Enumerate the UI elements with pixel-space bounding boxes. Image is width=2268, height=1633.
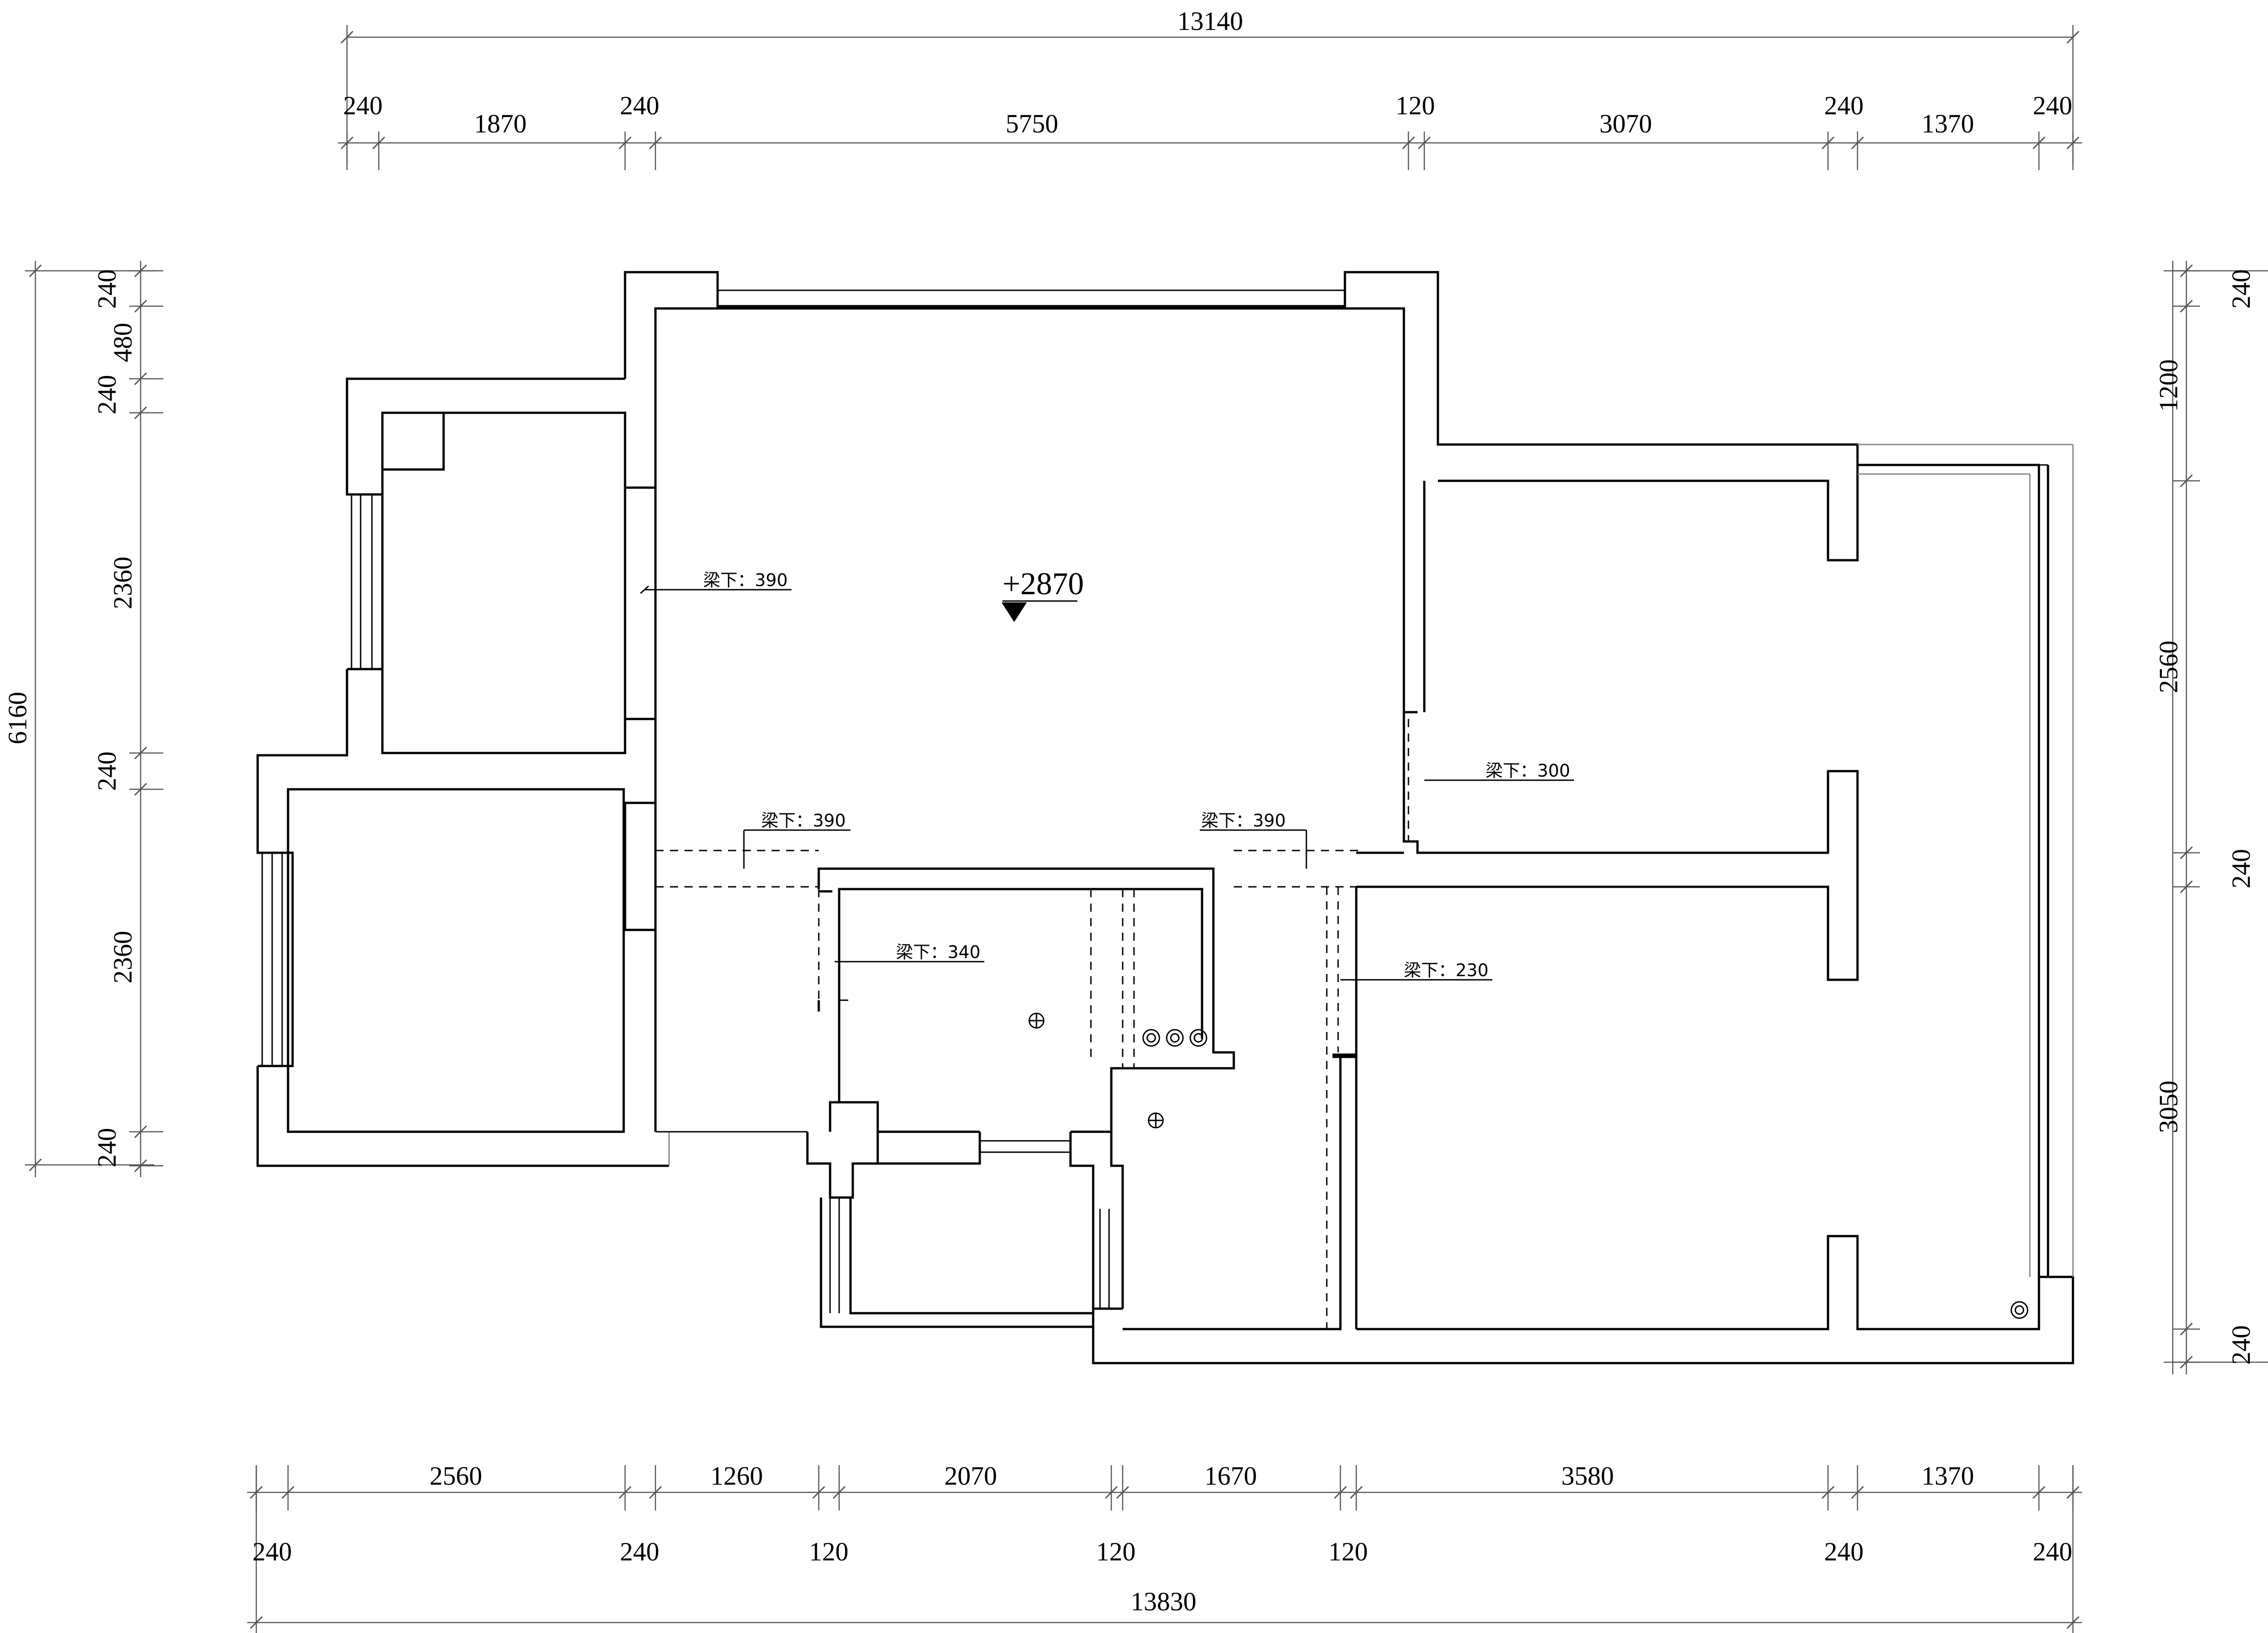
top-dim-3: 5750	[1006, 109, 1058, 138]
left-dim-2: 240	[92, 375, 122, 415]
left-dim-5: 2360	[108, 931, 137, 983]
beam-labels: 梁下：390 梁下：390 梁下：390 梁下：300 梁下：340 梁下：23…	[640, 570, 1574, 981]
bottom-dim-lower-3: 120	[1096, 1537, 1136, 1566]
elevation-marker: +2870	[1002, 567, 1084, 622]
beam-label-text-5: 梁下：340	[896, 942, 981, 962]
beam-label-3: 梁下：390	[1200, 811, 1307, 869]
bottom-dim-upper-4: 3580	[1561, 1461, 1614, 1491]
right-dim-5: 240	[2226, 1325, 2256, 1365]
right-dimensions: 7530 240 1200 2560 240 3050 240	[2154, 261, 2268, 1374]
right-dim-4: 3050	[2154, 1081, 2183, 1133]
left-dim-1: 480	[108, 323, 137, 362]
right-dim-2: 2560	[2154, 640, 2183, 693]
beam-label-text-4: 梁下：300	[1486, 761, 1570, 781]
elevation-text: +2870	[1002, 567, 1084, 601]
bottom-dim-upper-3: 1670	[1204, 1461, 1257, 1491]
top-dim-7: 1370	[1921, 109, 1974, 138]
top-dim-1: 1870	[474, 109, 527, 138]
floor-drain-icon	[1028, 1012, 1045, 1029]
walls	[256, 271, 2074, 1364]
beam-label-text-6: 梁下：230	[1404, 960, 1489, 980]
bottom-dim-lower-5: 240	[1824, 1537, 1864, 1566]
fixtures	[1028, 1012, 2028, 1319]
bottom-dim-upper-5: 1370	[1921, 1461, 1974, 1491]
right-dim-0: 240	[2226, 269, 2256, 309]
beam-label-5: 梁下：340	[835, 942, 984, 963]
left-total-dimension: 6160	[3, 692, 32, 744]
beam-label-2: 梁下：390	[743, 811, 850, 869]
pipe-icon	[1142, 1029, 1207, 1047]
top-dim-4: 120	[1396, 91, 1435, 120]
beam-label-1: 梁下：390	[640, 570, 792, 594]
bottom-dim-upper-1: 1260	[710, 1461, 763, 1491]
top-dim-6: 240	[1824, 91, 1864, 120]
beam-label-6: 梁下：230	[1340, 960, 1492, 981]
top-dim-2: 240	[620, 91, 660, 120]
beam-label-text-1: 梁下：390	[703, 570, 788, 590]
bottom-dim-lower-4: 120	[1329, 1537, 1368, 1566]
right-dim-3: 240	[2226, 849, 2256, 889]
bottom-dim-lower-1: 240	[620, 1537, 660, 1566]
bottom-dim-lower-2: 120	[809, 1537, 849, 1566]
left-dim-3: 2360	[108, 557, 137, 609]
pipe-icon	[2010, 1301, 2028, 1319]
beam-label-4: 梁下：300	[1424, 761, 1574, 781]
top-dim-0: 240	[343, 91, 383, 120]
left-dim-6: 240	[92, 1128, 122, 1168]
left-dim-4: 240	[92, 752, 122, 791]
bottom-dimensions: 2560 1260 2070 1670 3580 1370 240 240 12…	[247, 1461, 2082, 1633]
beam-lines	[655, 719, 1409, 1329]
bottom-dim-lower-6: 240	[2033, 1537, 2072, 1566]
beam-label-text-3: 梁下：390	[1201, 811, 1286, 831]
top-dim-5: 3070	[1599, 109, 1652, 138]
beam-label-text-2: 梁下：390	[761, 811, 846, 831]
top-dim-8: 240	[2033, 91, 2072, 120]
left-dimensions: 6160 240 480 240 2360 240 2360 240	[3, 261, 163, 1177]
bottom-total-dimension: 13830	[1131, 1587, 1197, 1616]
top-total-dimension: 13140	[1178, 6, 1243, 36]
right-dim-1: 1200	[2154, 359, 2183, 412]
floor-drain-icon	[1148, 1112, 1164, 1129]
left-dim-0: 240	[92, 269, 122, 309]
bottom-dim-upper-2: 2070	[944, 1461, 997, 1491]
elevation-triangle-icon	[1002, 602, 1026, 621]
bottom-dim-lower-0: 240	[253, 1537, 292, 1566]
top-dimensions: 13140 240 1870 240 5750 120 3070 240 137…	[338, 6, 2082, 170]
bottom-dim-upper-0: 2560	[430, 1461, 482, 1491]
